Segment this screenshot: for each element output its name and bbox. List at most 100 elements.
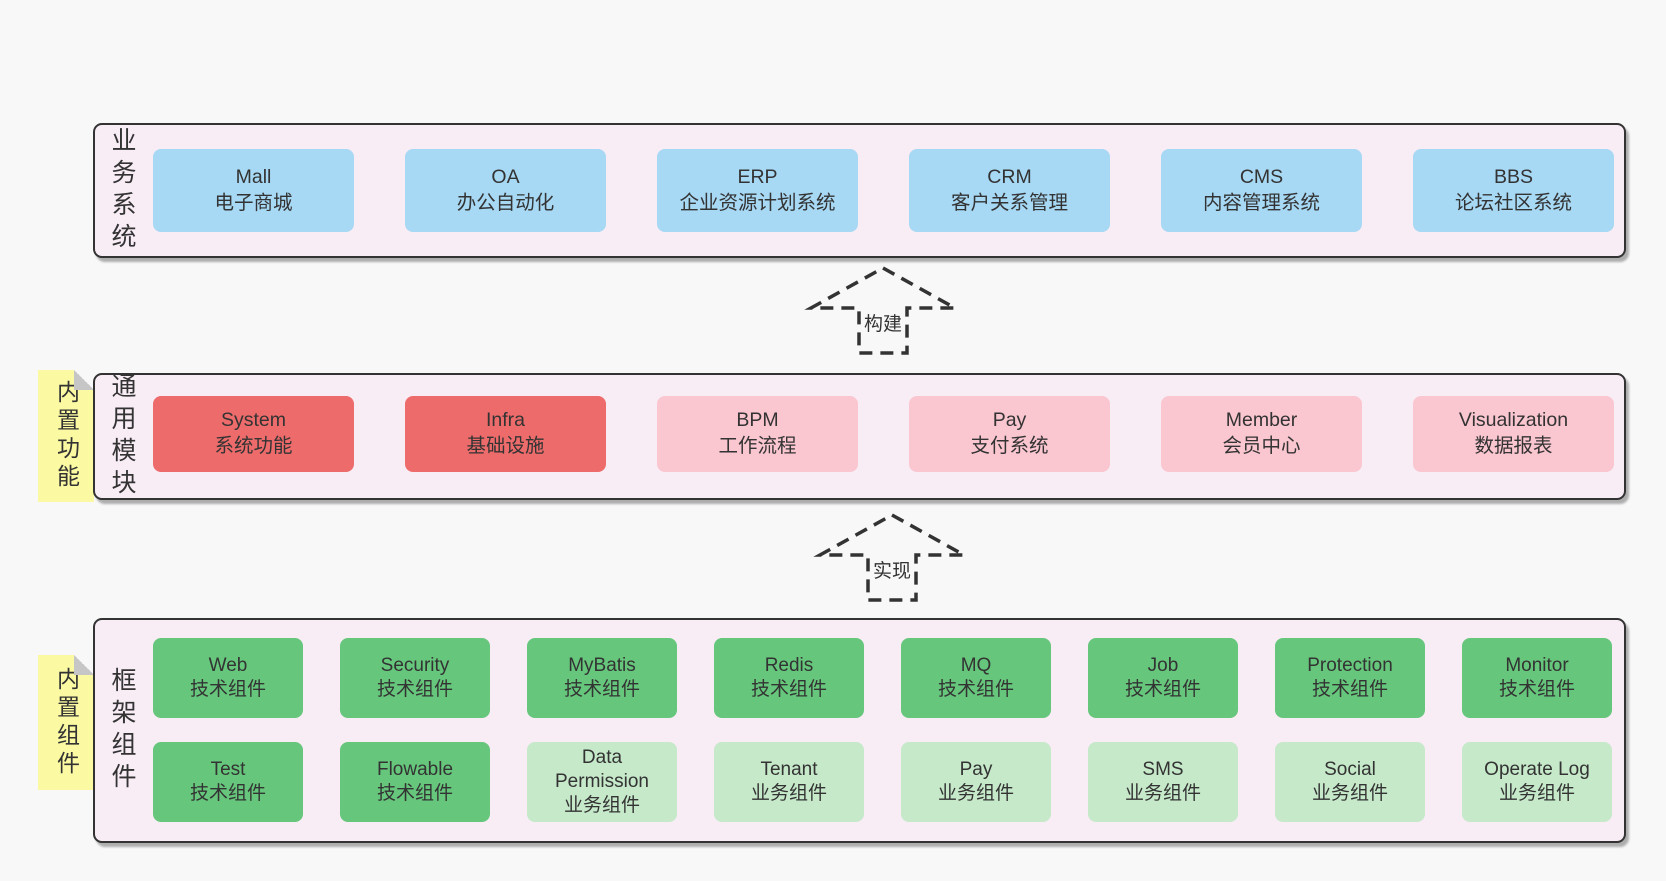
box-label-en: Infra: [485, 409, 526, 432]
arrow-build: 构建: [803, 264, 963, 356]
box-label-zh: 技术组件: [1498, 679, 1575, 700]
box-protection: Protection 技术组件: [1275, 638, 1425, 718]
box-label-en: SMS: [1142, 758, 1184, 780]
box-job: Job 技术组件: [1088, 638, 1238, 718]
business-box-row: Mall 电子商城 OA 办公自动化 ERP 企业资源计划系统 CRM 客户关系…: [153, 149, 1614, 232]
box-label-zh: 技术组件: [563, 679, 640, 700]
box-oa: OA 办公自动化: [405, 149, 606, 232]
box-bpm: BPM 工作流程: [657, 396, 858, 472]
box-label-zh: 办公自动化: [456, 191, 555, 214]
box-bbs: BBS 论坛社区系统: [1413, 149, 1614, 232]
box-label-en: Test: [210, 758, 246, 780]
box-label-en: Monitor: [1505, 654, 1569, 676]
box-flowable: Flowable 技术组件: [340, 742, 490, 822]
box-label-en: Social: [1324, 758, 1376, 780]
box-label-zh: 技术组件: [376, 783, 453, 804]
arrow-implement-label: 实现: [869, 555, 915, 584]
box-sms: SMS 业务组件: [1088, 742, 1238, 822]
box-label-zh: 技术组件: [189, 783, 266, 804]
box-label-zh: 系统功能: [214, 435, 293, 457]
box-tenant: Tenant 业务组件: [714, 742, 864, 822]
box-label-zh: 业务组件: [937, 783, 1014, 804]
box-member: Member 会员中心: [1161, 396, 1362, 472]
box-label-zh: 工作流程: [718, 435, 797, 457]
components-box-row-1: Web 技术组件 Security 技术组件 MyBatis 技术组件 Redi…: [153, 638, 1612, 718]
box-label-en: Pay: [992, 409, 1027, 432]
box-label-en: Operate Log: [1484, 758, 1590, 780]
box-system: System 系统功能: [153, 396, 354, 472]
box-label-en: Redis: [764, 654, 814, 676]
box-label-en: Job: [1147, 654, 1179, 676]
box-redis: Redis 技术组件: [714, 638, 864, 718]
box-label-en: Protection: [1307, 654, 1393, 676]
layer-business-systems: 业务系统 Mall 电子商城 OA 办公自动化 ERP 企业资源计划系统 CRM…: [93, 123, 1626, 258]
box-web: Web 技术组件: [153, 638, 303, 718]
folded-corner-icon: [74, 370, 94, 390]
box-label-en: Flowable: [376, 758, 454, 780]
note-builtin-features-label: 内置功能: [53, 380, 80, 492]
box-label-zh: 内容管理系统: [1202, 191, 1320, 214]
box-pay: Pay 支付系统: [909, 396, 1110, 472]
up-arrow-icon: [804, 265, 962, 355]
box-mall: Mall 电子商城: [153, 149, 354, 232]
box-label-en: CMS: [1239, 165, 1284, 188]
box-label-en: OA: [491, 165, 520, 188]
box-label-zh: 电子商城: [214, 191, 293, 214]
box-label-en: Visualization: [1458, 409, 1569, 432]
box-label-en: Web: [208, 654, 248, 676]
box-cms: CMS 内容管理系统: [1161, 149, 1362, 232]
box-label-en: CRM: [987, 165, 1032, 188]
layer-framework-components: 框架组件 Web 技术组件 Security 技术组件 MyBatis 技术组件…: [93, 618, 1626, 843]
box-mq: MQ 技术组件: [901, 638, 1051, 718]
box-pay-business: Pay 业务组件: [901, 742, 1051, 822]
box-label-zh: 业务组件: [750, 783, 827, 804]
note-builtin-components: 内置组件: [38, 655, 94, 790]
box-mybatis: MyBatis 技术组件: [527, 638, 677, 718]
box-label-en: ERP: [737, 165, 778, 188]
box-data-permission: Data Permission 业务组件: [527, 742, 677, 822]
box-label-en: BPM: [736, 409, 779, 432]
box-infra: Infra 基础设施: [405, 396, 606, 472]
box-label-en: Security: [380, 654, 450, 676]
box-label-en: System: [220, 409, 286, 432]
box-label-zh: 客户关系管理: [950, 191, 1068, 214]
up-arrow-icon: [813, 512, 971, 602]
box-label-zh: 技术组件: [1311, 679, 1388, 700]
box-label-en: MyBatis: [568, 654, 636, 676]
box-label-zh: 论坛社区系统: [1454, 191, 1572, 214]
box-label-zh: 业务组件: [563, 795, 640, 817]
layer-components-title: 框架组件: [108, 666, 136, 795]
box-label-en: Tenant: [760, 758, 818, 780]
box-visualization: Visualization 数据报表: [1413, 396, 1614, 472]
folded-corner-icon: [74, 655, 94, 675]
arrow-build-label: 构建: [860, 308, 906, 337]
box-label-en: Pay: [959, 758, 993, 780]
box-label-zh: 业务组件: [1124, 783, 1201, 804]
box-label-zh: 技术组件: [376, 679, 453, 700]
box-label-zh: 技术组件: [937, 679, 1014, 700]
layer-business-title: 业务系统: [108, 126, 136, 255]
box-label-zh: 技术组件: [1124, 679, 1201, 700]
box-crm: CRM 客户关系管理: [909, 149, 1110, 232]
box-label-en: BBS: [1493, 165, 1534, 188]
box-label-zh: 支付系统: [970, 435, 1049, 457]
box-monitor: Monitor 技术组件: [1462, 638, 1612, 718]
box-label-en: Data Permission: [555, 746, 649, 792]
box-label-zh: 企业资源计划系统: [679, 191, 836, 214]
note-builtin-components-label: 内置组件: [53, 666, 80, 779]
box-label-en: MQ: [960, 654, 992, 676]
modules-box-row: System 系统功能 Infra 基础设施 BPM 工作流程 Pay 支付系统…: [153, 396, 1614, 472]
box-label-en: Mall: [235, 165, 272, 188]
box-label-zh: 业务组件: [1311, 783, 1388, 804]
box-label-zh: 数据报表: [1474, 435, 1553, 457]
box-label-zh: 会员中心: [1222, 435, 1301, 457]
box-label-zh: 技术组件: [750, 679, 827, 700]
box-label-zh: 业务组件: [1498, 783, 1575, 804]
arrow-implement: 实现: [812, 511, 972, 603]
layer-common-modules: 通用模块 System 系统功能 Infra 基础设施 BPM 工作流程 Pay…: [93, 373, 1626, 501]
box-test: Test 技术组件: [153, 742, 303, 822]
note-builtin-features: 内置功能: [38, 370, 94, 502]
box-security: Security 技术组件: [340, 638, 490, 718]
box-label-en: Member: [1225, 409, 1298, 432]
